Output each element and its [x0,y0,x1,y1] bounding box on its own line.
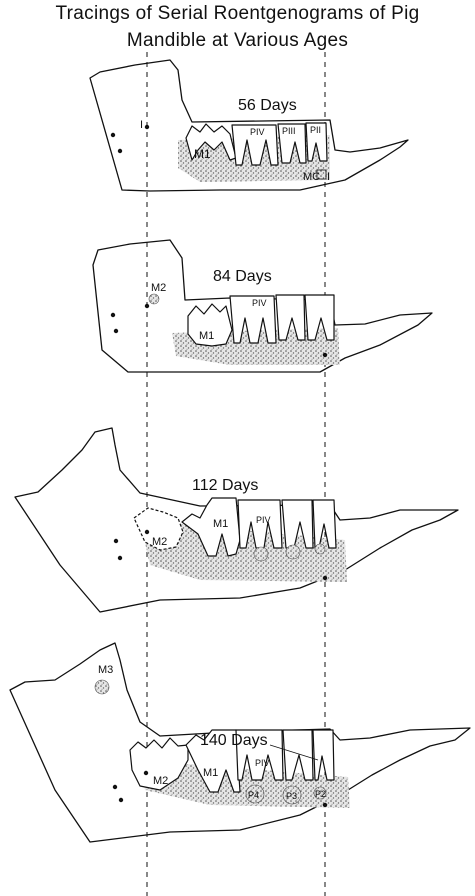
tooth-label-m1: M1 [194,147,211,161]
panel-112-days: 112 Days M2 M1 PIV [15,428,458,612]
m2-crypt [149,294,159,304]
reference-dot [114,539,118,543]
reference-dot [111,313,115,317]
reference-dot [323,576,327,580]
m3-crypt [95,680,109,694]
tooth-label-p4: PIV [255,758,270,768]
tooth-label-p2: PII [310,125,321,135]
age-label: 56 Days [238,97,297,114]
reference-dot [119,798,123,802]
tooth-label-m2: M2 [152,536,167,548]
reference-dot [118,149,122,153]
mandibular-canal-label: MC [303,171,320,183]
reference-dot [145,304,149,308]
reference-dot [118,556,122,560]
reference-dot [145,530,149,534]
tooth-label-p3: PIII [282,126,296,136]
tooth-label-p4: PIV [250,127,265,137]
panel-140-days: 140 Days M3 M2 M1 PIV P4 P3 P2 [10,643,470,842]
panel-84-days: 84 Days M2 M1 PIV [93,240,432,372]
tooth-label-p4-crypt: P4 [248,790,259,800]
age-label: 84 Days [213,268,272,285]
premolar-crypt [254,547,268,561]
tooth-label-p2: P2 [315,789,326,799]
premolar-crypt [315,544,325,554]
tooth-label-p4: PIV [252,298,267,308]
tooth-label-p4: PIV [256,515,271,525]
reference-dot [144,771,148,775]
tooth-label-m1: M1 [213,518,228,530]
incisor-label: I [327,171,330,183]
reference-dot [145,125,149,129]
reference-dot [113,785,117,789]
mark-label: I [140,119,143,131]
panel-56-days: 56 Days M1 PIV PIII PII MC I I [90,60,408,191]
age-label: 140 Days [200,732,268,749]
age-label: 112 Days [192,477,258,494]
premolar-crypt [286,545,300,559]
reference-dot [323,803,327,807]
tooth-label-m3: M3 [98,664,113,676]
tooth-label-m2: M2 [151,282,166,294]
reference-dot [114,329,118,333]
tooth-label-m1: M1 [199,330,214,342]
tooth-label-m1: M1 [203,767,218,779]
tooth-label-m2: M2 [153,775,168,787]
tooth-label-p3: P3 [286,791,297,801]
reference-dot [111,133,115,137]
reference-dot [323,353,327,357]
